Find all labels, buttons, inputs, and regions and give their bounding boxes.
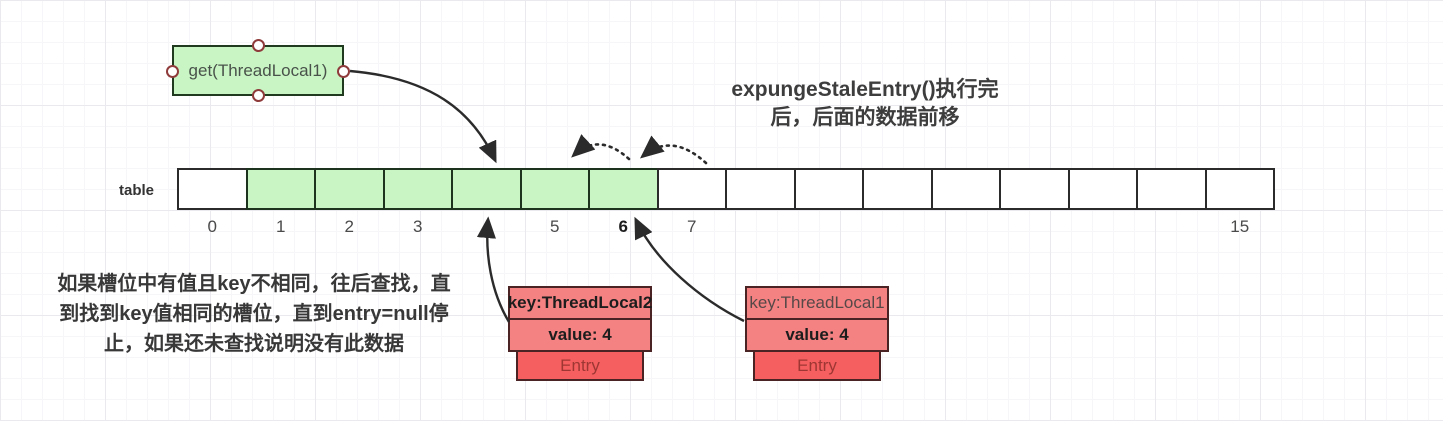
entry-value-cell: value: 4 <box>745 318 889 352</box>
entry-value-cell: value: 4 <box>508 318 652 352</box>
table-slot[interactable]: 3 <box>382 168 453 237</box>
slot-box-empty[interactable] <box>177 168 248 210</box>
slot-box-filled[interactable] <box>588 168 659 210</box>
slot-box-filled[interactable] <box>519 168 590 210</box>
diagram-title: expungeStaleEntry()执行完 后，后面的数据前移 <box>731 78 999 129</box>
slot-index-label: 5 <box>550 217 560 236</box>
selection-handle-bottom[interactable] <box>252 89 265 102</box>
slot-box-empty[interactable] <box>930 168 1001 210</box>
entry-stack-threadlocal1[interactable]: key:ThreadLocal1 value: 4 Entry <box>745 286 889 381</box>
table-slot[interactable] <box>862 168 933 237</box>
slot-index-label: 2 <box>344 217 354 236</box>
table-slot[interactable]: 5 <box>519 168 590 237</box>
table-slot-row: 0 1 2 3 4 5 6 7 15 <box>177 168 1275 237</box>
table-slot[interactable] <box>725 168 796 237</box>
table-slot[interactable]: 7 <box>656 168 727 237</box>
slot-box-empty[interactable] <box>793 168 864 210</box>
slot-index-label: 15 <box>1230 217 1250 236</box>
slot-box-empty[interactable] <box>656 168 727 210</box>
slot-box-empty[interactable] <box>1204 168 1275 210</box>
table-slot[interactable] <box>1067 168 1138 237</box>
get-threadlocal1-label: get(ThreadLocal1) <box>188 60 328 80</box>
table-slot[interactable]: 0 <box>177 168 248 237</box>
slot-box-empty[interactable] <box>862 168 933 210</box>
table-slot[interactable]: 6 <box>588 168 659 237</box>
table-slot[interactable] <box>1136 168 1207 237</box>
slot-box-empty[interactable] <box>725 168 796 210</box>
arrow-get-to-slot4 <box>349 69 497 164</box>
slot-index-label: 7 <box>687 217 697 236</box>
selection-handle-right[interactable] <box>337 64 350 78</box>
arrow-shift-6-to-5 <box>571 134 631 161</box>
annotation-note: 如果槽位中有值且key不相同，往后查找，直 到找到key值相同的槽位，直到ent… <box>57 273 451 355</box>
table-slot[interactable]: 4 <box>451 168 522 237</box>
slot-box-empty[interactable] <box>1136 168 1207 210</box>
entry-key-cell: key:ThreadLocal1 <box>745 286 889 320</box>
arrow-shift-7-to-6 <box>639 135 708 165</box>
slot-box-empty[interactable] <box>999 168 1070 210</box>
table-slot[interactable]: 1 <box>245 168 316 237</box>
table-slot[interactable]: 2 <box>314 168 385 237</box>
table-slot[interactable] <box>999 168 1070 237</box>
table-slot[interactable] <box>930 168 1001 237</box>
entry-stack-threadlocal2[interactable]: key:ThreadLocal2 value: 4 Entry <box>508 286 652 381</box>
slot-box-filled[interactable] <box>245 168 316 210</box>
slot-index-label: 6 <box>618 217 628 236</box>
slot-index-label: 0 <box>207 217 217 236</box>
slot-box-filled[interactable] <box>451 168 522 210</box>
entry-type-cell: Entry <box>753 350 881 381</box>
get-threadlocal1-node[interactable]: get(ThreadLocal1) <box>166 39 350 102</box>
entry-key-cell: key:ThreadLocal2 <box>508 286 652 320</box>
table-slot[interactable] <box>793 168 864 237</box>
slot-index-label: 3 <box>413 217 423 236</box>
table-slot[interactable]: 15 <box>1204 168 1275 237</box>
selection-handle-left[interactable] <box>166 64 179 78</box>
slot-box-filled[interactable] <box>314 168 385 210</box>
slot-index-label: 1 <box>276 217 286 236</box>
slot-index-label: 4 <box>481 217 491 236</box>
slot-box-empty[interactable] <box>1067 168 1138 210</box>
slot-box-filled[interactable] <box>382 168 453 210</box>
selection-handle-top[interactable] <box>252 39 265 52</box>
entry-type-cell: Entry <box>516 350 644 381</box>
table-label: table <box>118 182 154 199</box>
